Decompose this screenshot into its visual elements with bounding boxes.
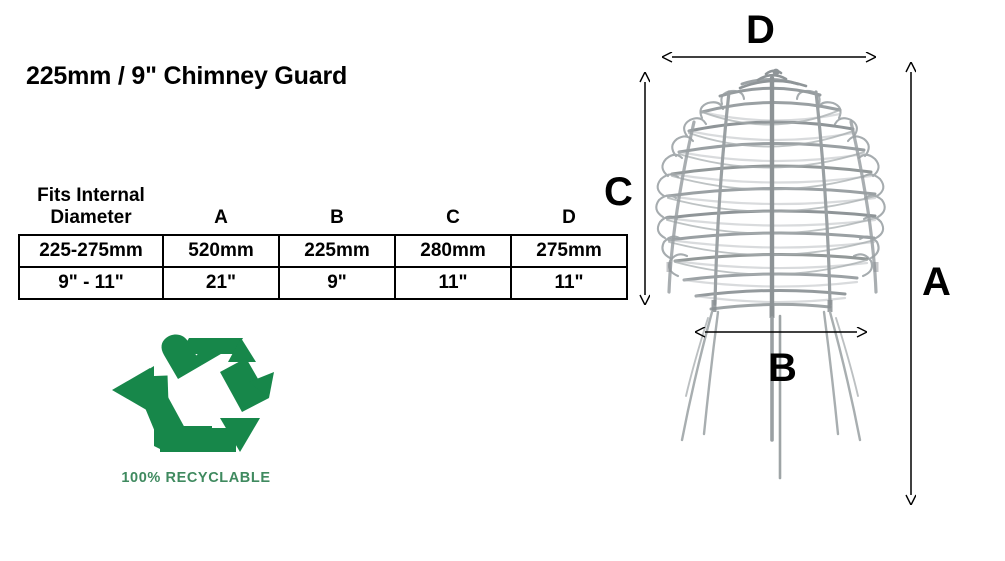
chimney-guard-drawing: [590, 0, 1005, 561]
dimension-label-c: C: [604, 170, 633, 214]
cell-b-metric: 225mm: [278, 233, 396, 268]
fits-label-line-2: Diameter: [50, 207, 132, 229]
recycle-caption: 100% RECYCLABLE: [121, 470, 271, 486]
wire-balloon-graphic: [655, 68, 886, 480]
column-header-d: D: [562, 207, 576, 229]
table-header-row: Fits Internal Diameter A B C D: [19, 185, 627, 235]
dimension-label-b: B: [768, 346, 797, 390]
spec-table-header: Fits Internal Diameter A B C D: [19, 185, 627, 235]
page-title: 225mm / 9" Chimney Guard: [26, 62, 348, 90]
dimension-label-d: D: [746, 8, 775, 52]
table-row: 9" - 11" 21" 9" 11" 11": [18, 265, 628, 300]
cell-fits-imperial: 9" - 11": [18, 265, 164, 300]
cell-a-imperial: 21": [162, 265, 280, 300]
column-header-a: A: [214, 207, 228, 229]
cell-fits-metric: 225-275mm: [18, 233, 164, 268]
dimension-label-a: A: [922, 260, 951, 304]
cell-d-imperial: 11": [510, 265, 628, 300]
column-header-c: C: [446, 207, 460, 229]
cell-b-imperial: 9": [278, 265, 396, 300]
cell-c-imperial: 11": [394, 265, 512, 300]
product-illustration: A B C D: [590, 0, 1005, 561]
spec-table-container: Fits Internal Diameter A B C D 225-275mm…: [18, 185, 628, 300]
specification-table: Fits Internal Diameter A B C D 225-275mm…: [18, 185, 628, 300]
column-header-fits-internal-diameter: Fits Internal Diameter: [19, 185, 163, 235]
cell-c-metric: 280mm: [394, 233, 512, 268]
fits-label-line-1: Fits Internal: [37, 185, 145, 206]
recycle-arrows-icon: [112, 334, 274, 452]
cell-a-metric: 520mm: [162, 233, 280, 268]
spec-table-body: 225-275mm 520mm 225mm 280mm 275mm 9" - 1…: [18, 233, 628, 300]
column-header-b: B: [330, 207, 344, 229]
table-row: 225-275mm 520mm 225mm 280mm 275mm: [18, 233, 628, 268]
cell-d-metric: 275mm: [510, 233, 628, 268]
recycle-badge: 100% RECYCLABLE: [98, 332, 294, 500]
